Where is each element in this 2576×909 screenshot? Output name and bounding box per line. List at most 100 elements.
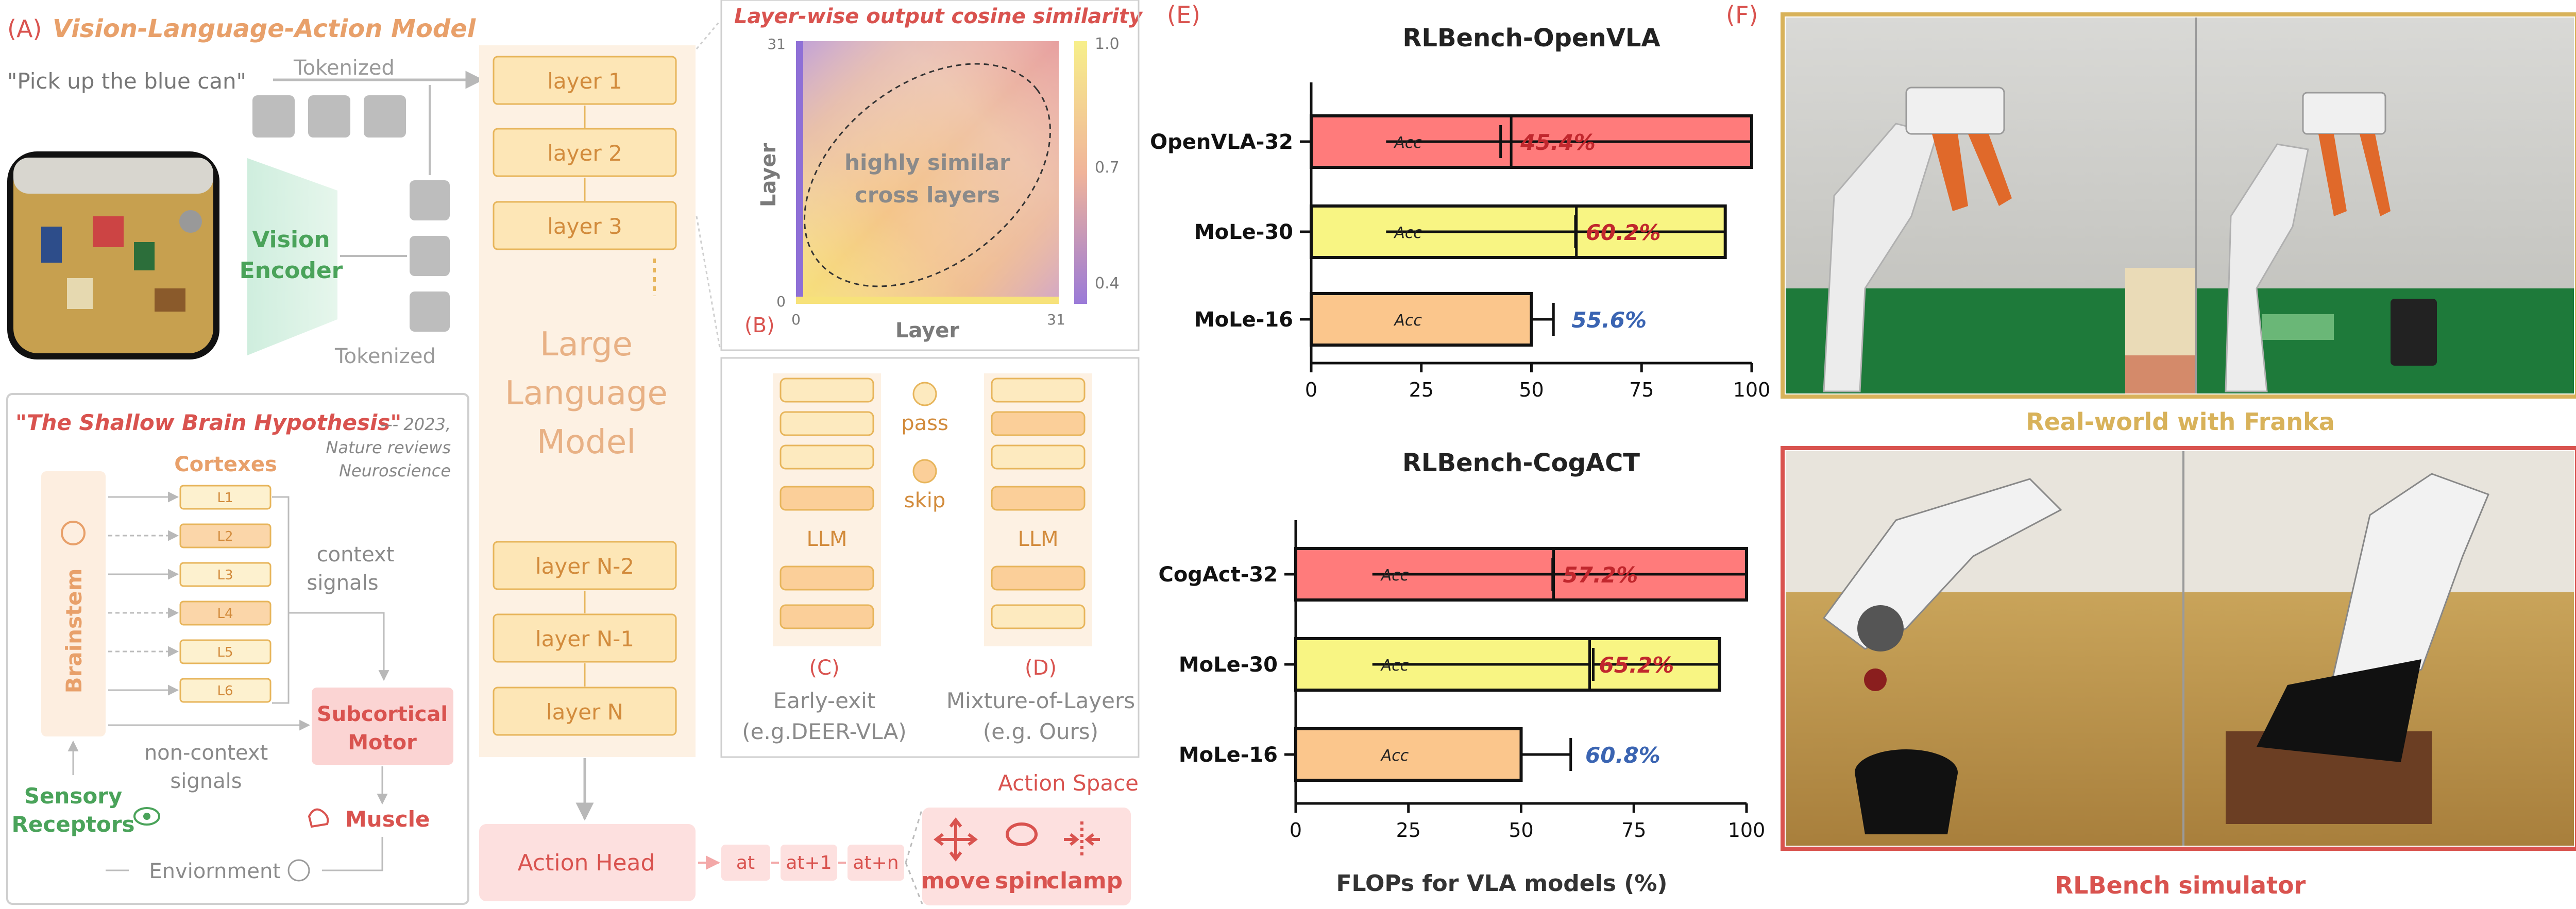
panel-a: (A) Vision-Language-Action Model "Pick u… bbox=[7, 14, 1139, 905]
noncontext-label-2: signals bbox=[170, 769, 242, 793]
action-token-label: at bbox=[736, 852, 755, 873]
layer-box bbox=[493, 128, 677, 177]
cortex-layer bbox=[179, 485, 272, 510]
sim-board bbox=[2257, 659, 2421, 762]
llm-label-3: Model bbox=[537, 423, 636, 461]
clamp-icon bbox=[1064, 821, 1100, 857]
category-label: MoLe-30 bbox=[1194, 220, 1293, 244]
early-exit-layers bbox=[779, 378, 874, 629]
heatmap-ylabel: Layer bbox=[757, 143, 781, 207]
skip-legend-dot bbox=[912, 459, 937, 484]
action-head-box bbox=[479, 824, 696, 901]
eye-icon bbox=[133, 807, 160, 826]
text-token bbox=[364, 95, 406, 138]
gripper-fingers-left bbox=[1932, 134, 2012, 211]
brain-citation-2: Nature reviews bbox=[326, 438, 451, 457]
panel-f-tag: (F) bbox=[1726, 1, 1758, 29]
brain-frame bbox=[6, 393, 469, 905]
gripper-fingers-right bbox=[2318, 134, 2391, 216]
panel-cd-frame bbox=[720, 357, 1140, 758]
bar bbox=[1310, 292, 1533, 347]
ee-layer bbox=[779, 411, 874, 436]
x-tick-label: 50 bbox=[1509, 819, 1533, 842]
bar-inner-label: Acc bbox=[1380, 567, 1409, 585]
x-tick-label: 75 bbox=[1621, 819, 1646, 842]
panel-a-tag: (A) bbox=[7, 15, 42, 43]
spin-icon bbox=[1006, 822, 1038, 846]
panel-b-title: Layer-wise output cosine similarity bbox=[734, 5, 1143, 28]
text-token bbox=[308, 95, 350, 138]
panel-c-label-1: Early-exit bbox=[773, 688, 876, 713]
subcortical-label-2: Motor bbox=[348, 731, 417, 754]
llm-label-2: Language bbox=[505, 374, 668, 413]
panel-f: (F) Real-world with Franka bbox=[1726, 1, 2576, 899]
accuracy-label: 65.2% bbox=[1599, 653, 1674, 678]
mol-layer bbox=[991, 486, 1086, 511]
pass-label: pass bbox=[901, 411, 948, 435]
move-icon bbox=[934, 817, 978, 862]
cortexes-label: Cortexes bbox=[174, 453, 277, 476]
action-token bbox=[781, 845, 837, 881]
cortex-layer-label: L2 bbox=[217, 529, 233, 544]
cortex-layer-label: L5 bbox=[217, 645, 233, 660]
mol-layer bbox=[991, 444, 1086, 470]
brain-title: "The Shallow Brain Hypothesis" bbox=[15, 410, 401, 435]
accuracy-label: 60.2% bbox=[1586, 220, 1661, 245]
image-token bbox=[410, 236, 450, 276]
subcortical-label-1: Subcortical bbox=[317, 702, 448, 726]
layer-label: layer N bbox=[546, 699, 623, 725]
bar-inner-label: Acc bbox=[1380, 747, 1409, 765]
action-head-label: Action Head bbox=[518, 850, 655, 876]
object-bottle bbox=[134, 242, 155, 270]
category-label: MoLe-30 bbox=[1179, 653, 1278, 677]
caption-real-world: Real-world with Franka bbox=[2026, 408, 2335, 436]
chart-title: RLBench-CogACT bbox=[1402, 449, 1640, 477]
caption-simulator: RLBench simulator bbox=[2055, 871, 2306, 899]
colorbar-tick: 0.7 bbox=[1095, 159, 1120, 177]
bar-inner-label: Acc bbox=[1380, 657, 1409, 675]
x-tick-label: 0 bbox=[1290, 819, 1302, 842]
real-world-photo bbox=[1786, 18, 2574, 393]
text-token bbox=[252, 95, 295, 138]
layer-label: layer 1 bbox=[547, 68, 622, 94]
llm-zoom-line bbox=[696, 20, 721, 49]
panel-e-tag: (E) bbox=[1167, 1, 1200, 29]
sim-gripper-left bbox=[1857, 605, 1904, 651]
heatmap-annotation-1: highly similar bbox=[844, 150, 1010, 175]
colorbar-tick: 1.0 bbox=[1095, 35, 1120, 53]
heatmap-ytick: 31 bbox=[767, 36, 786, 53]
subcortical-box bbox=[312, 688, 453, 765]
text-token-squares bbox=[252, 95, 406, 138]
llm-right-label: LLM bbox=[1018, 527, 1058, 551]
mol-layers bbox=[991, 378, 1086, 629]
mol-layer bbox=[991, 378, 1086, 403]
cortex-layer bbox=[179, 601, 272, 626]
cortex-layer-stack: L1 L2 L3 L4 L5 L6 bbox=[179, 485, 272, 703]
image-token bbox=[410, 180, 450, 220]
action-space-label: Action Space bbox=[998, 770, 1139, 796]
tokenized-top-label: Tokenized bbox=[293, 56, 395, 80]
panel-cd: LLM LLM pass skip (C) Early-exit (e.g.DE… bbox=[720, 357, 1140, 758]
cortex-layer bbox=[179, 523, 272, 548]
brain-panel: "The Shallow Brain Hypothesis" --- 2023,… bbox=[6, 393, 469, 905]
mol-layer bbox=[991, 565, 1086, 591]
gripper-right bbox=[2302, 92, 2386, 135]
panel-d-label-2: (e.g. Ours) bbox=[983, 719, 1098, 744]
simulator-frame bbox=[1781, 446, 2576, 851]
green-light bbox=[2262, 314, 2334, 340]
heatmap-xlabel: Layer bbox=[895, 319, 959, 342]
mol-layer bbox=[991, 604, 1086, 629]
tokenized-bottom-label: Tokenized bbox=[334, 345, 436, 368]
bar-inner-label: Acc bbox=[1393, 224, 1422, 242]
cortex-layer-label: L4 bbox=[217, 606, 233, 622]
heatmap-edge bbox=[796, 297, 1059, 304]
skip-label: skip bbox=[904, 489, 946, 512]
ee-layer bbox=[779, 444, 874, 470]
category-label: MoLe-16 bbox=[1179, 743, 1278, 767]
layer-box bbox=[493, 56, 677, 105]
robot-arm-left bbox=[1823, 123, 1938, 392]
gripper-shape bbox=[179, 210, 202, 233]
muscle-to-env-line bbox=[322, 837, 383, 871]
cortex-layer bbox=[179, 678, 272, 703]
panel-d-tag: (D) bbox=[1025, 656, 1057, 680]
